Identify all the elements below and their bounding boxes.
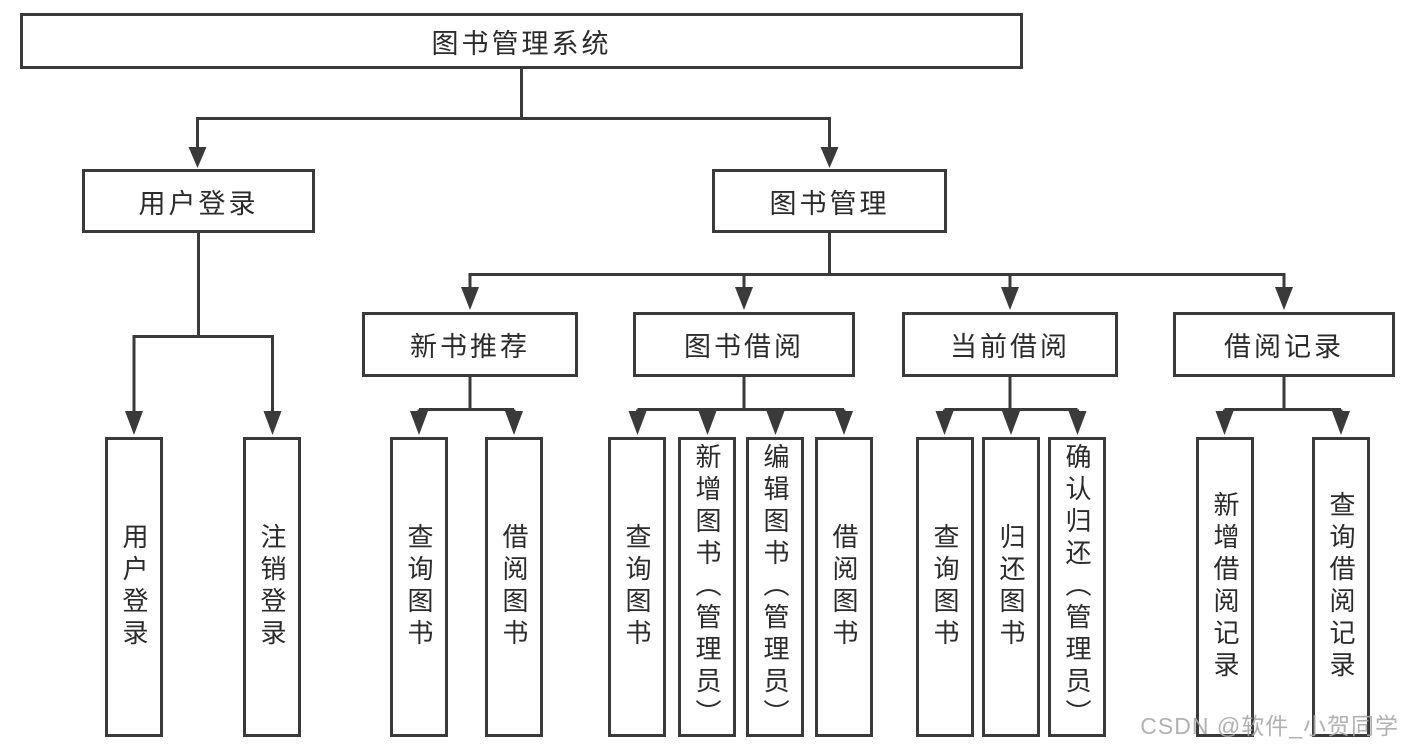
node-label: 查询图书 [930, 523, 960, 651]
node-library-management-system: 图书管理系统 [20, 13, 1023, 69]
node-label: 编辑图书（管理员） [760, 443, 790, 731]
node-label: 借阅记录 [1224, 332, 1344, 362]
node-label: 借阅图书 [499, 523, 529, 651]
node-label: 当前借阅 [950, 332, 1070, 362]
node-book-borrowing: 图书借阅 [633, 312, 855, 377]
node-label: 借阅图书 [829, 523, 859, 651]
leaf-query-books: 查询图书 [916, 437, 974, 737]
csdn-watermark: CSDN @软件_小贺同学 [1140, 713, 1399, 739]
leaf-logout: 注销登录 [243, 437, 301, 737]
leaf-query-books: 查询图书 [608, 437, 666, 737]
leaf-user-login: 用户登录 [105, 437, 163, 737]
leaf-add-book-admin: 新增图书（管理员） [678, 437, 736, 737]
node-new-book-recommendation: 新书推荐 [362, 312, 578, 377]
leaf-confirm-return-admin: 确认归还（管理员） [1048, 437, 1106, 737]
leaf-borrow-books: 借阅图书 [815, 437, 873, 737]
leaf-borrow-books: 借阅图书 [485, 437, 543, 737]
node-label: 归还图书 [996, 523, 1026, 651]
node-label: 图书管理 [769, 188, 890, 219]
leaf-add-borrow-record: 新增借阅记录 [1196, 437, 1254, 737]
node-label: 用户登录 [138, 188, 259, 219]
node-user-login: 用户登录 [82, 169, 315, 233]
node-label: 用户登录 [119, 523, 149, 651]
node-label: 查询图书 [404, 523, 434, 651]
leaf-query-borrow-record: 查询借阅记录 [1312, 437, 1370, 737]
node-label: 注销登录 [257, 523, 287, 651]
leaf-query-books: 查询图书 [390, 437, 448, 737]
leaf-return-book: 归还图书 [982, 437, 1040, 737]
leaf-edit-book-admin: 编辑图书（管理员） [746, 437, 804, 737]
node-label: 图书借阅 [684, 332, 804, 362]
node-label: 确认归还（管理员） [1062, 443, 1092, 731]
node-label: 图书管理系统 [431, 28, 612, 59]
node-label: 新增借阅记录 [1210, 491, 1240, 683]
node-label: 查询借阅记录 [1326, 491, 1356, 683]
node-book-management: 图书管理 [712, 169, 947, 233]
node-current-borrowing: 当前借阅 [902, 312, 1118, 377]
node-label: 新增图书（管理员） [692, 443, 722, 731]
node-borrow-records: 借阅记录 [1173, 312, 1395, 377]
node-label: 新书推荐 [410, 332, 530, 362]
node-label: 查询图书 [622, 523, 652, 651]
arrowheads [125, 147, 1350, 435]
